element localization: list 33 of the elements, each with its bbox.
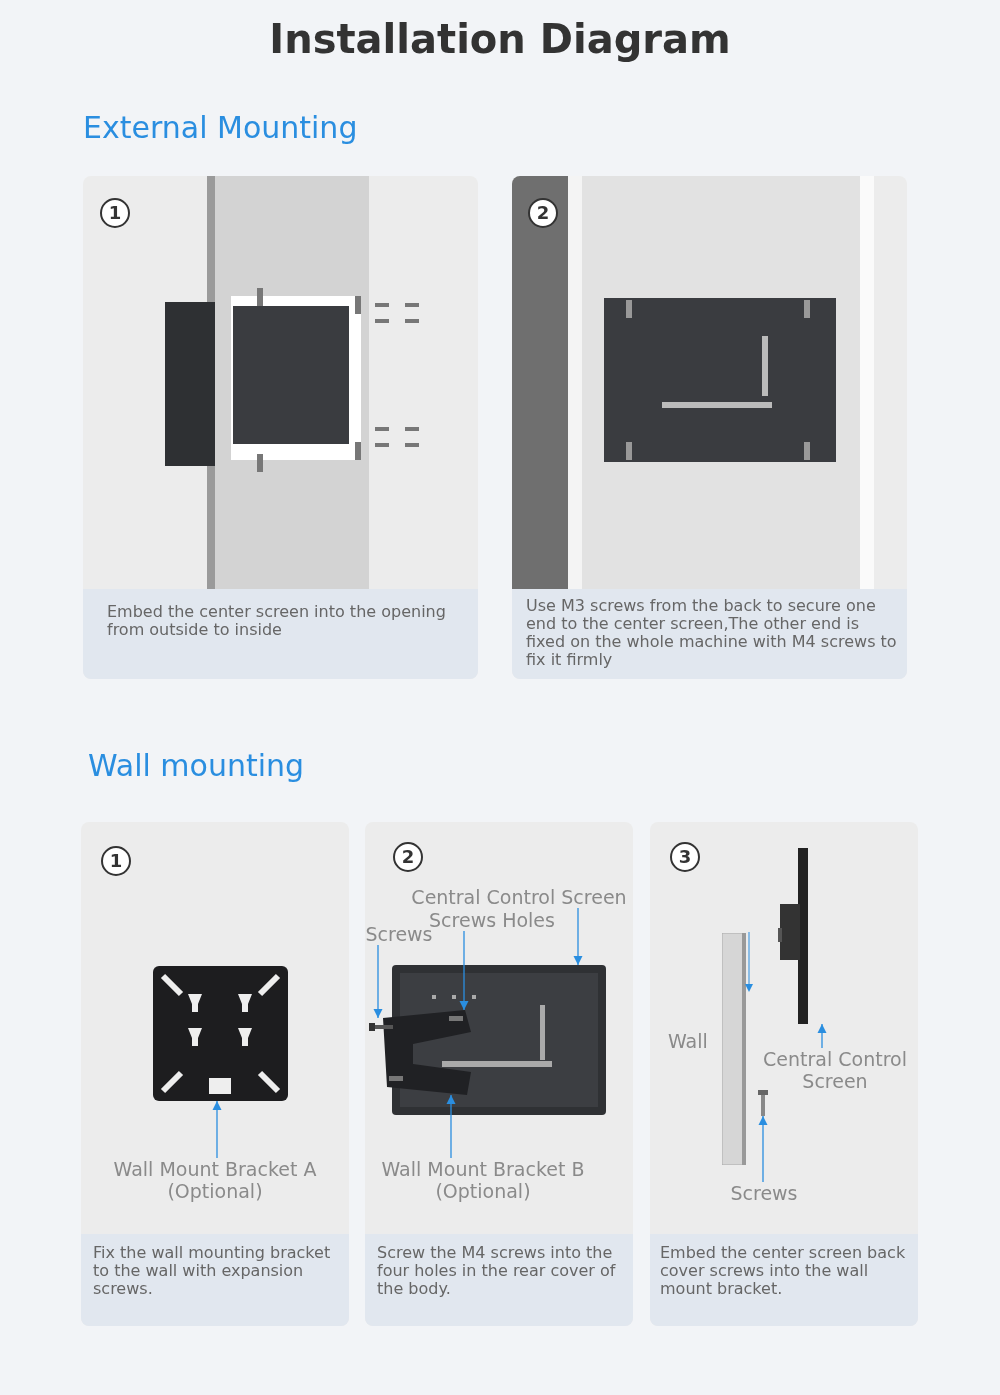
step-panel [365,822,633,1326]
instruction-text: Fix the wall mounting bracket to the wall with expansion screws. [81,1234,349,1326]
callout-label: Wall Mount Bracket B (Optional) [373,1158,593,1202]
leader-line [212,1100,222,1159]
step-panel [81,822,349,1326]
mount-bracket-drawing [153,966,288,1101]
step-panel [83,176,478,679]
step-number: 1 [100,198,130,228]
leader-line [459,930,469,1011]
instruction-text: Screw the M4 screws into the four holes in the rear cover of the body. [365,1234,633,1326]
callout-label: Screws [728,1182,800,1204]
callout-label: Wall Mount Bracket A (Optional) [101,1158,329,1202]
leader-line [817,1023,827,1049]
instruction-text: Use M3 screws from the back to secure one end to the center screen,The other end is fixed on the whole machine with M4 screws to fix it firmly [512,589,907,679]
leader-line [446,1094,456,1159]
instruction-text: Embed the center screen into the opening from outside to inside [83,589,478,679]
callout-label: Screws Holes [427,909,557,931]
step-number: 3 [670,842,700,872]
leader-line [758,1115,768,1183]
section-heading: Wall mounting [88,748,305,783]
section-heading: External Mounting [83,110,358,145]
step-panel [512,176,907,679]
leader-line [573,907,583,966]
callout-label: Central Control Screen [760,1048,910,1092]
callout-label: Central Control Screen [411,886,627,908]
leader-line [373,944,383,1019]
step-number: 1 [101,846,131,876]
title: Installation Diagram [268,16,732,62]
screw-drawing [758,1090,768,1116]
instruction-text: Embed the center screen back cover screws into the wall mount bracket. [650,1234,918,1326]
callout-label: Wall [668,1030,708,1052]
step-panel [650,822,918,1326]
step-number: 2 [393,842,423,872]
